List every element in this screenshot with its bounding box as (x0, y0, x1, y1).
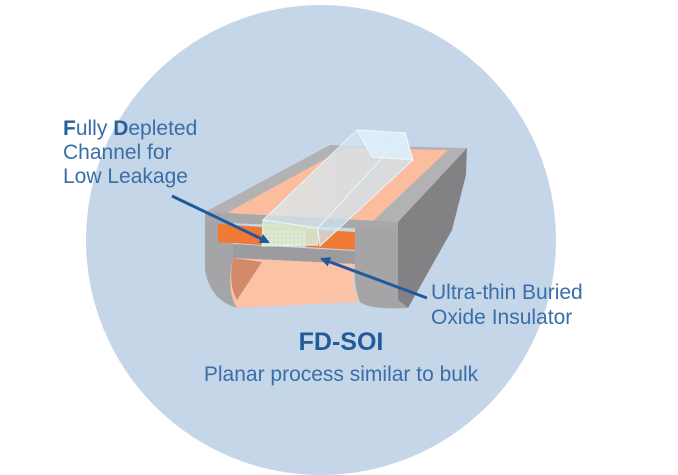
channel-arrow (171, 194, 270, 244)
diagram-title: FD-SOI (298, 328, 384, 356)
cavity-shadow (231, 258, 262, 300)
source-region (218, 224, 262, 245)
channel-label-line3: Low Leakage (63, 165, 188, 189)
buried-oxide-label-line2: Oxide Insulator (431, 305, 573, 329)
box-arrow (320, 257, 428, 300)
substrate-cavity (230, 258, 360, 308)
channel-label-line2: Channel for (63, 141, 172, 165)
text-ully: ully (75, 117, 114, 140)
channel-label-line1: Fully Depleted (63, 117, 197, 141)
initial-d: D (113, 117, 129, 140)
gate-structure (261, 129, 414, 248)
text-epleted: epleted (128, 117, 198, 140)
buried-oxide-label: Ultra-thin Buried Oxide Insulator (431, 281, 583, 331)
gate-back-cap (356, 129, 414, 161)
channel-label: Fully Depleted Channel for Low Leakage (63, 117, 197, 189)
initial-f: F (63, 117, 76, 140)
right-side-face (398, 148, 467, 308)
buried-oxide-label-line1: Ultra-thin Buried (431, 281, 583, 304)
diagram-subtitle: Planar process similar to bulk (203, 363, 479, 386)
